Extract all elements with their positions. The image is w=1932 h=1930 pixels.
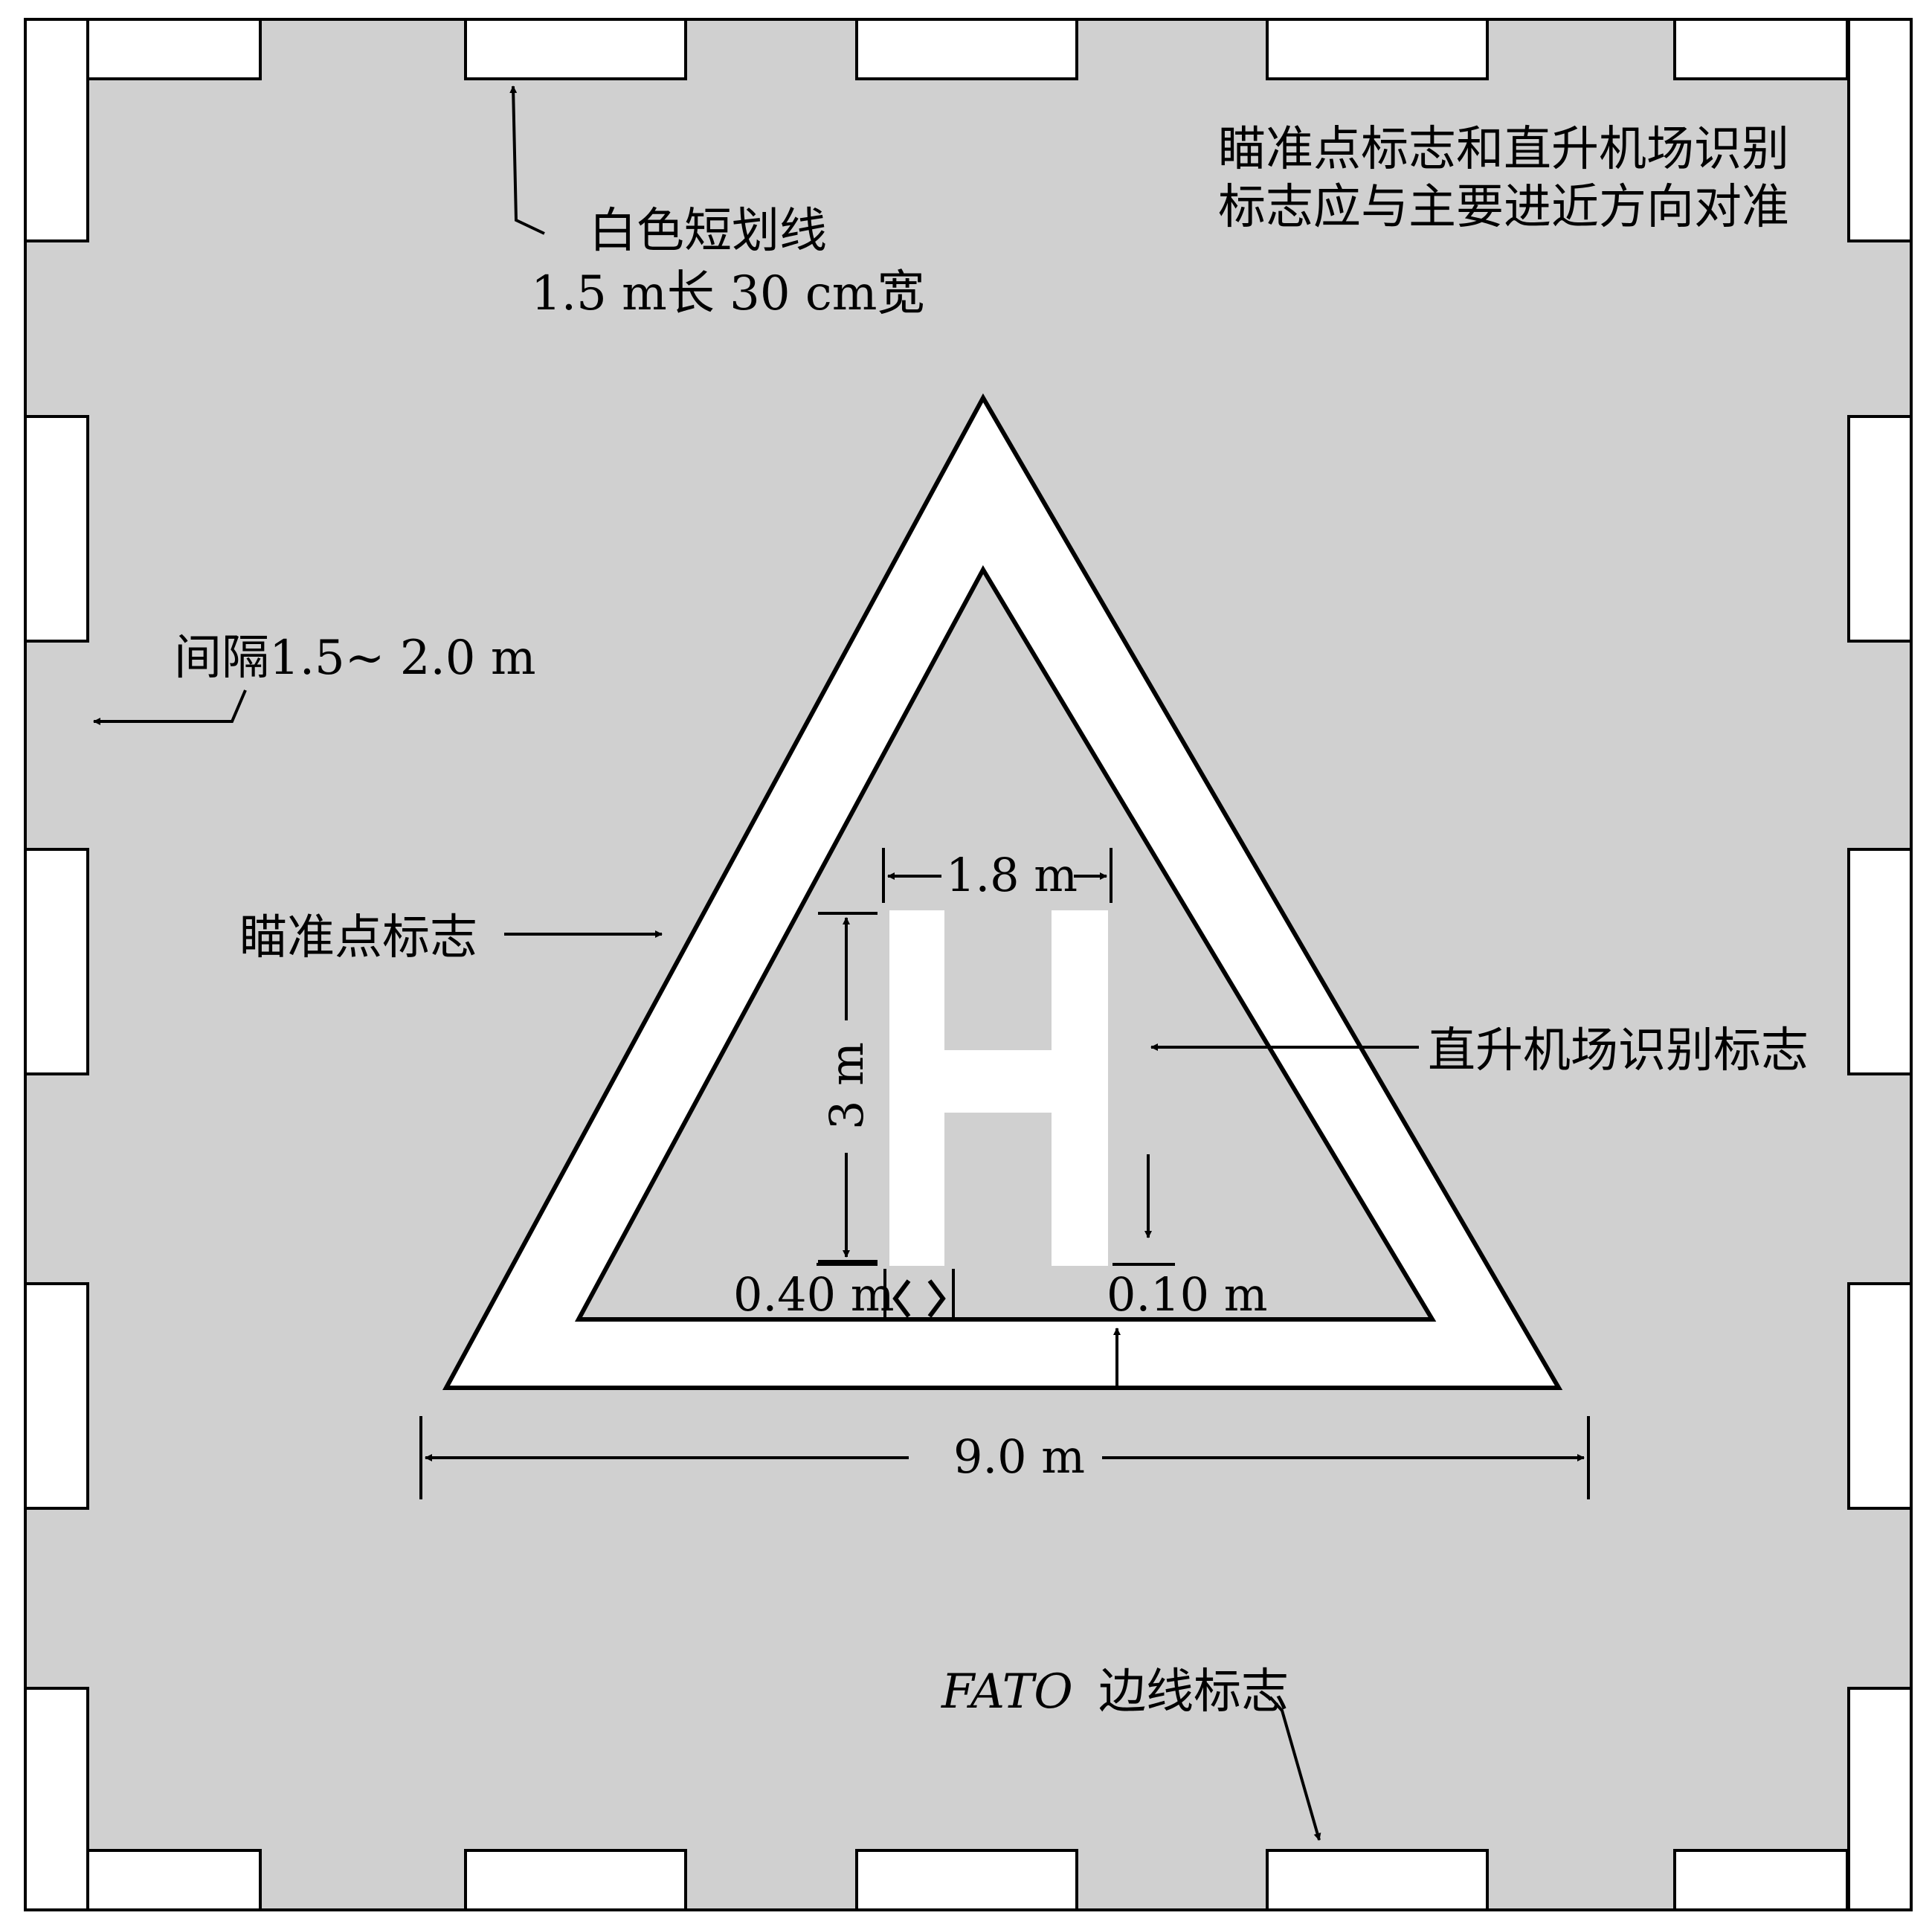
edge-dash bbox=[1673, 18, 1849, 80]
edge-dash bbox=[24, 415, 89, 643]
edge-dash bbox=[86, 1849, 262, 1911]
leader-fato-edge bbox=[1269, 1696, 1321, 1841]
edge-dash bbox=[24, 18, 89, 242]
fato-edge-markings bbox=[24, 18, 1913, 1911]
edge-dash bbox=[1847, 415, 1913, 643]
label-triangle-side: 9.0 m bbox=[953, 1429, 1085, 1484]
label-white-dash-size: 1.5 m长 30 cm宽 bbox=[531, 266, 924, 321]
dimension-lines bbox=[93, 86, 1590, 1841]
edge-dash bbox=[86, 18, 262, 80]
leader-spacing bbox=[93, 689, 247, 725]
heliport-h-marking bbox=[889, 910, 1108, 1266]
dim-chevrons bbox=[892, 1279, 946, 1318]
edge-dash bbox=[1266, 1849, 1489, 1911]
label-fato-edge: FATO 边线标志 bbox=[941, 1664, 1289, 1720]
label-spacing: 间隔1.5~ 2.0 m bbox=[174, 631, 536, 686]
edge-dash bbox=[1673, 1849, 1849, 1911]
edge-dash bbox=[1266, 18, 1489, 80]
edge-dash bbox=[24, 1687, 89, 1911]
edge-dash bbox=[855, 18, 1078, 80]
label-fato-suffix: 边线标志 bbox=[1098, 1664, 1289, 1720]
edge-dash bbox=[464, 18, 687, 80]
label-triangle-stroke: 0.10 m bbox=[1107, 1267, 1268, 1322]
label-fato-prefix: FATO bbox=[941, 1664, 1073, 1720]
label-heliport-id: 直升机场识别标志 bbox=[1428, 1023, 1809, 1078]
label-white-dash: 白色短划线 bbox=[589, 204, 827, 259]
fato-area bbox=[24, 18, 1913, 1911]
edge-dash bbox=[1847, 1687, 1913, 1911]
label-h-stroke: 0.40 m bbox=[733, 1267, 895, 1322]
leader-white-dash bbox=[509, 86, 545, 235]
label-alignment-note-2: 标志应与主要进近方向对准 bbox=[1218, 180, 1789, 235]
edge-dash bbox=[855, 1849, 1078, 1911]
label-h-height: 3 m bbox=[820, 1042, 874, 1130]
label-h-width: 1.8 m bbox=[946, 848, 1078, 902]
edge-dash bbox=[1847, 18, 1913, 242]
edge-dash bbox=[1847, 848, 1913, 1075]
edge-dash bbox=[1847, 1282, 1913, 1510]
label-aiming-point: 瞄准点标志 bbox=[239, 910, 477, 965]
aiming-point-triangle bbox=[442, 393, 1563, 1390]
edge-dash bbox=[464, 1849, 687, 1911]
edge-dash bbox=[24, 848, 89, 1075]
label-alignment-note-1: 瞄准点标志和直升机场识别 bbox=[1218, 122, 1789, 177]
edge-dash bbox=[24, 1282, 89, 1510]
